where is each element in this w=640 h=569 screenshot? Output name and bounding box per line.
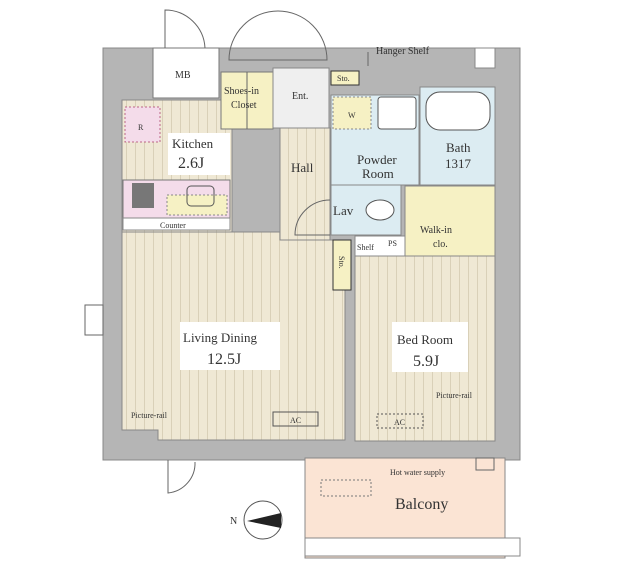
shoes-closet-label-2: Closet bbox=[231, 100, 257, 111]
kitchen-size: 2.6J bbox=[178, 155, 204, 172]
door-swing-icon bbox=[294, 199, 331, 236]
hall-label: Hall bbox=[291, 160, 314, 175]
shoes-closet-label: Shoes-in bbox=[224, 86, 259, 97]
mb-label: MB bbox=[175, 70, 191, 81]
living-size: 12.5J bbox=[207, 351, 241, 368]
hanger-shelf-label: Hanger Shelf bbox=[376, 46, 430, 57]
washer-space bbox=[332, 96, 372, 130]
bathtub-icon bbox=[425, 91, 491, 131]
ac-right-unit bbox=[376, 413, 424, 429]
picture-rail-right-label: Picture-rail bbox=[436, 391, 473, 400]
ac-right-label: AC bbox=[394, 418, 405, 427]
hall: Hall bbox=[279, 127, 331, 241]
washbasin-icon bbox=[377, 96, 417, 130]
shaft bbox=[474, 47, 496, 69]
lavatory: Lav bbox=[330, 184, 402, 236]
shoes-in-closet: Shoes-in Closet bbox=[220, 71, 274, 130]
bed-room-label: Bed Room bbox=[397, 332, 453, 347]
walk-in-label-2: clo. bbox=[433, 239, 448, 250]
bath: Bath 1317 bbox=[419, 86, 496, 186]
ps-label: PS bbox=[388, 239, 397, 248]
stove-icon bbox=[132, 183, 154, 208]
washer-label: W bbox=[348, 111, 356, 120]
meter-box: MB bbox=[152, 9, 220, 99]
door-swing-icon bbox=[164, 9, 206, 49]
balcony-label: Balcony bbox=[395, 496, 448, 513]
kitchen-label: Kitchen bbox=[172, 136, 214, 151]
storage-hall bbox=[332, 239, 352, 291]
balcony: Hot water supply Balcony bbox=[304, 457, 521, 559]
compass-north-icon: N bbox=[230, 500, 283, 540]
picture-rail-left-label: Picture-rail bbox=[131, 411, 168, 420]
refrigerator-label: R bbox=[138, 123, 144, 132]
water-heater bbox=[475, 457, 495, 471]
kitchen: R Kitchen 2.6J Counter bbox=[121, 99, 233, 233]
ac-left-unit bbox=[272, 411, 319, 427]
outdoor-unit bbox=[320, 479, 372, 497]
shelf-label: Shelf bbox=[357, 243, 374, 252]
lavatory-label: Lav bbox=[333, 203, 354, 218]
powder-room-label-2: Room bbox=[362, 166, 394, 181]
door-swing-icon bbox=[167, 460, 196, 494]
powder-room-label: Powder bbox=[357, 152, 397, 167]
north-label: N bbox=[230, 516, 237, 527]
walk-in-closet: Walk-in clo. bbox=[404, 185, 496, 257]
bed-room: Bed Room 5.9J Picture-rail AC bbox=[354, 255, 496, 442]
toilet-icon bbox=[365, 199, 395, 221]
bed-size: 5.9J bbox=[413, 353, 439, 370]
refrigerator-space bbox=[124, 106, 161, 143]
sink-icon bbox=[186, 185, 215, 207]
entrance-label: Ent. bbox=[292, 91, 308, 102]
bath-size: 1317 bbox=[445, 156, 472, 171]
living-dining: Sto. Living Dining 12.5J Picture-rail AC bbox=[84, 231, 352, 494]
storage-hall-label: Sto. bbox=[337, 256, 346, 269]
ac-left-label: AC bbox=[290, 416, 301, 425]
living-dining-label: Living Dining bbox=[183, 330, 258, 345]
bath-label: Bath bbox=[446, 140, 471, 155]
window-side bbox=[84, 304, 104, 336]
counter-label: Counter bbox=[160, 221, 186, 230]
entrance-door-icon[interactable] bbox=[228, 10, 328, 61]
walk-in-label: Walk-in bbox=[420, 225, 452, 236]
hot-water-label: Hot water supply bbox=[390, 468, 445, 477]
storage-top bbox=[330, 70, 360, 86]
storage-top-label: Sto. bbox=[337, 74, 350, 83]
powder-room: W Powder Room bbox=[330, 94, 420, 186]
